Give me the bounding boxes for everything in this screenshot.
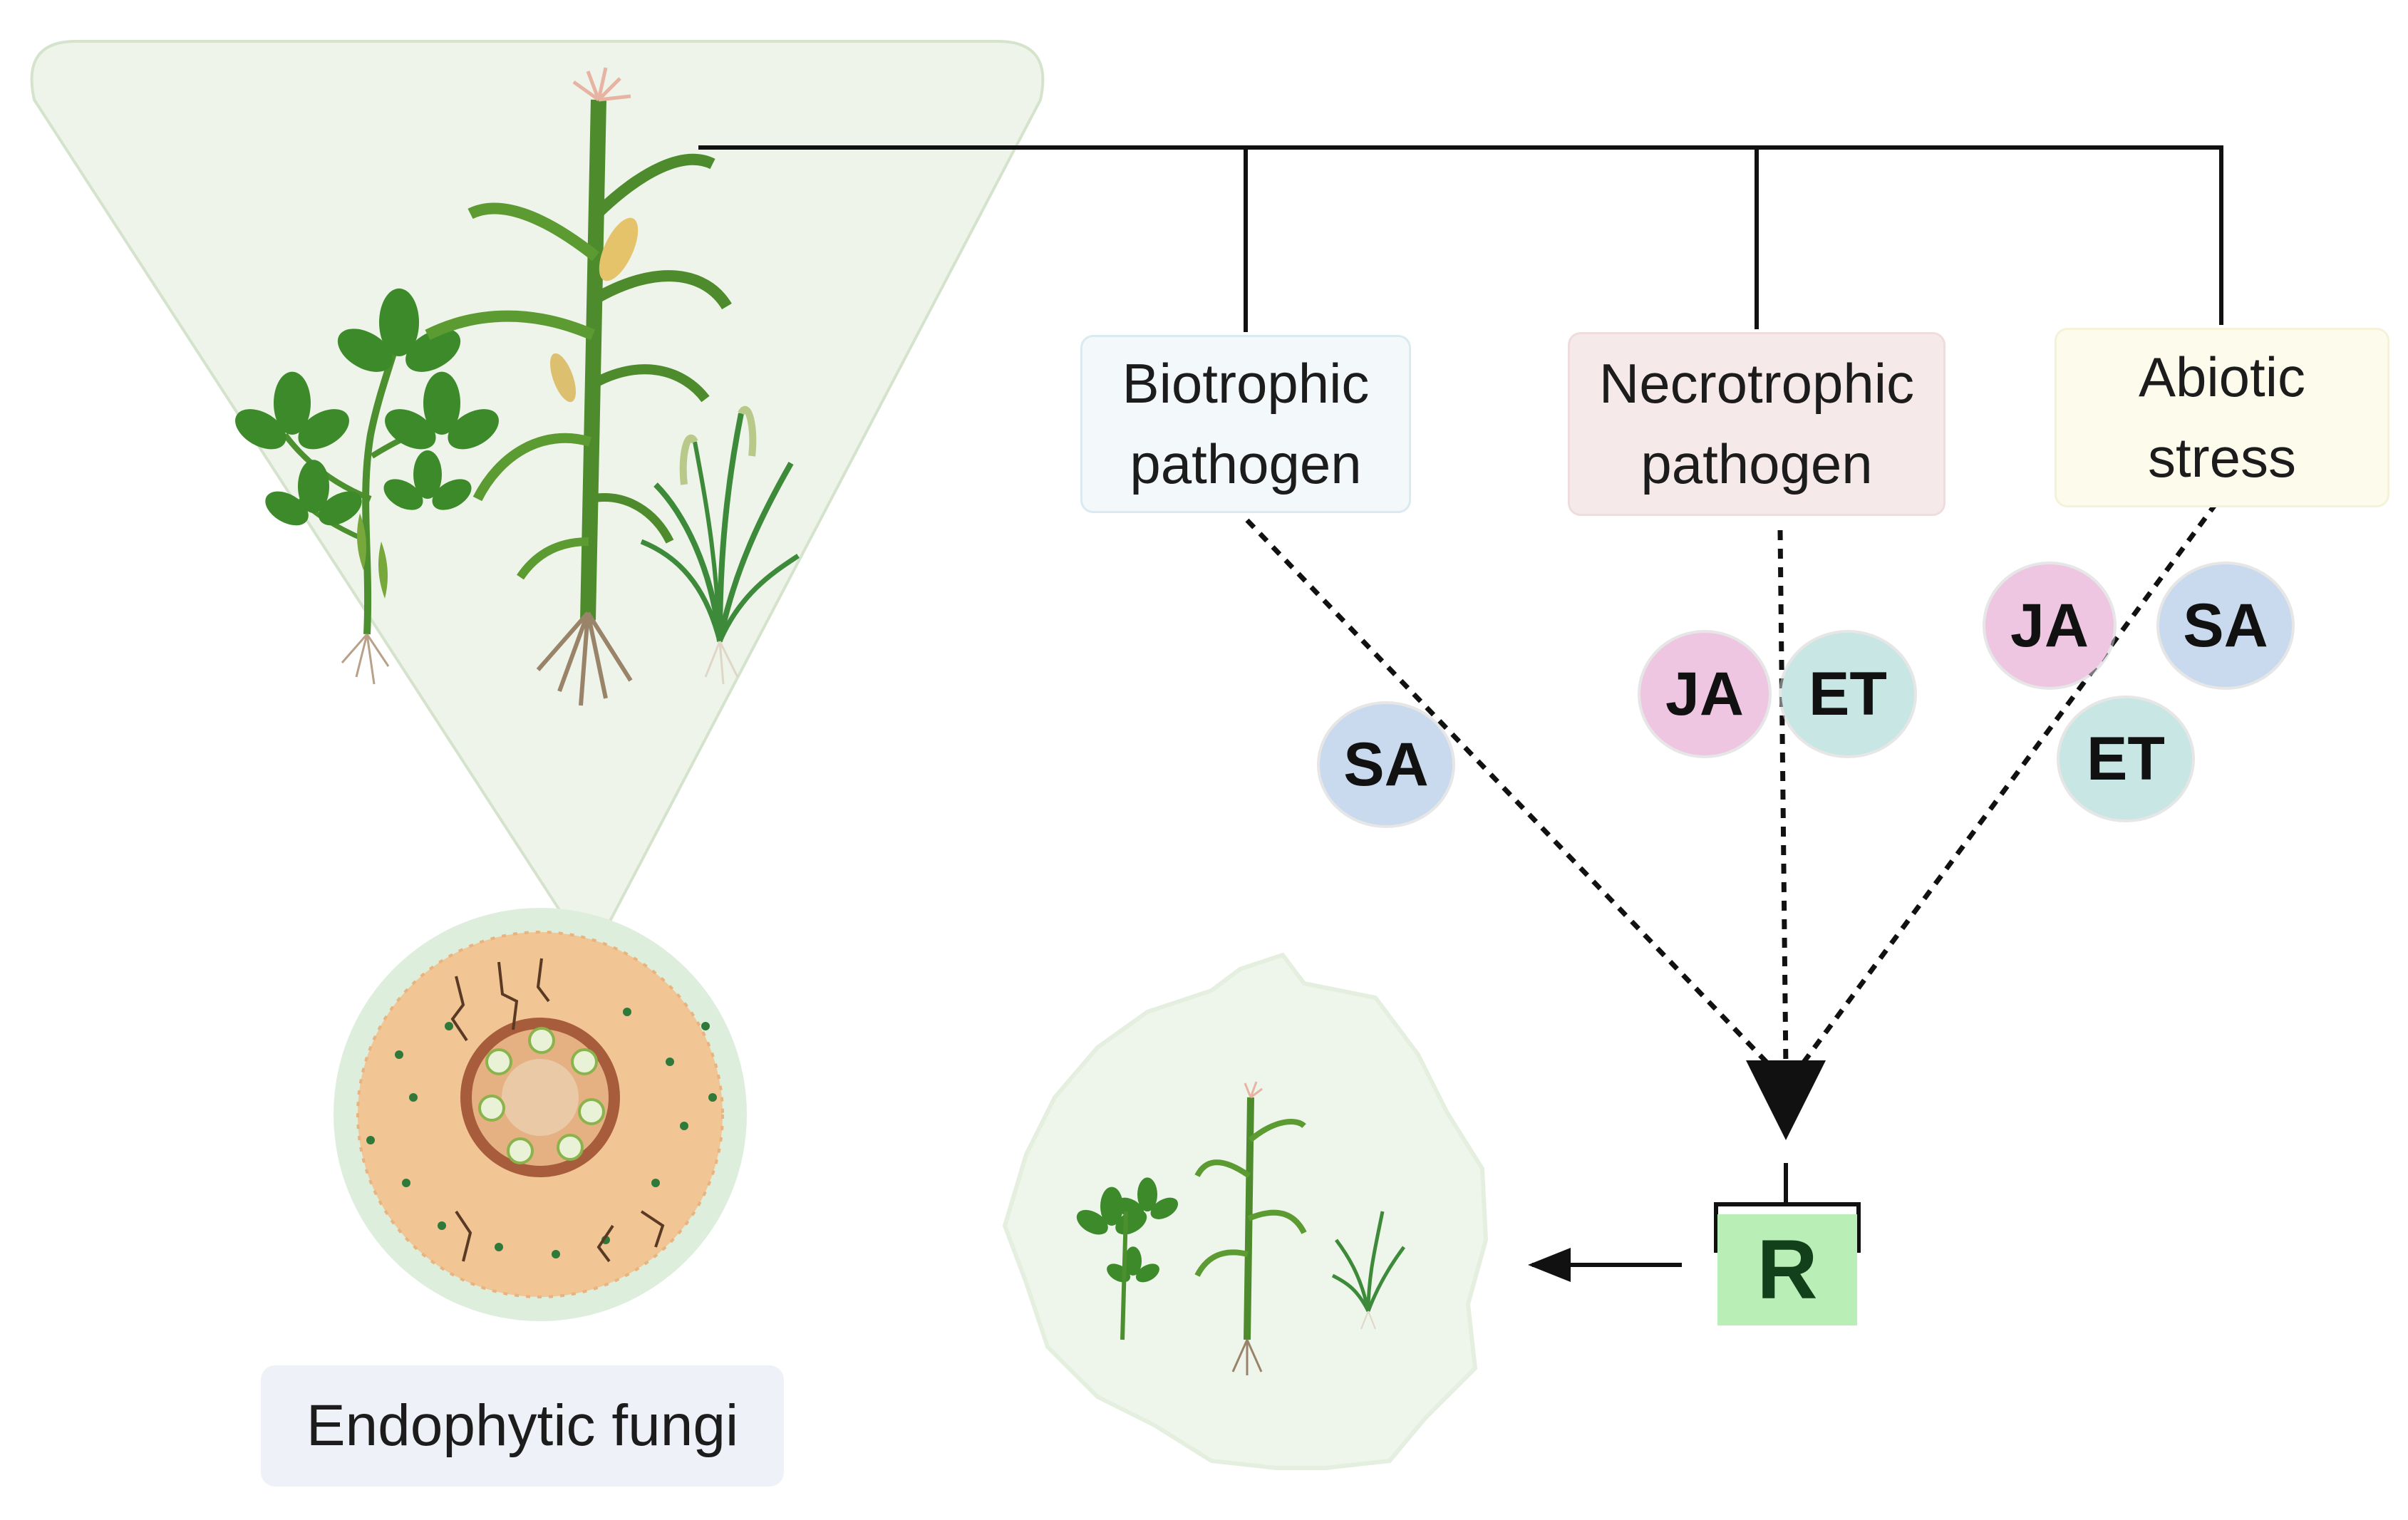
response-gene-box: R <box>1717 1214 1857 1325</box>
hormone-ja-necrotrophic: JA <box>1640 633 1769 755</box>
soybean-plant-icon <box>228 288 506 685</box>
hormone-et-necrotrophic: ET <box>1782 633 1914 755</box>
biotrophic-label-line2: pathogen <box>1130 433 1362 495</box>
biotrophic-label-line1: Biotrophic <box>1122 351 1370 415</box>
hormone-sa-biotrophic: SA <box>1320 704 1452 825</box>
convergence-arrowhead <box>1746 1060 1826 1140</box>
biotrophic-pathogen-box: Biotrophic pathogen <box>1080 335 1411 513</box>
maize-plant-icon <box>425 67 732 706</box>
hormone-ja-abiotic: JA <box>1985 564 2114 687</box>
root-cross-section-icon <box>334 908 747 1321</box>
hormone-sa-abiotic: SA <box>2159 564 2292 687</box>
response-gene-bracket <box>1714 1163 1861 1253</box>
signal-dotted-paths <box>1245 501 2218 1071</box>
abiotic-stress-box: Abiotic stress <box>2055 328 2389 507</box>
stress-connector-lines <box>698 145 2223 332</box>
magnification-cone <box>30 40 1045 928</box>
abiotic-label-line2: stress <box>2147 426 2297 489</box>
necrotrophic-label-line2: pathogen <box>1640 433 1873 495</box>
necrotrophic-label-line1: Necrotrophic <box>1598 351 1915 415</box>
rice-plant-icon <box>640 405 800 685</box>
abiotic-label-line1: Abiotic <box>2138 345 2306 408</box>
endophytic-fungi-label: Endophytic fungi <box>261 1365 784 1487</box>
hormone-et-abiotic: ET <box>2060 698 2192 820</box>
protected-plants-icon <box>1002 952 1489 1470</box>
necrotrophic-pathogen-box: Necrotrophic pathogen <box>1568 332 1945 516</box>
